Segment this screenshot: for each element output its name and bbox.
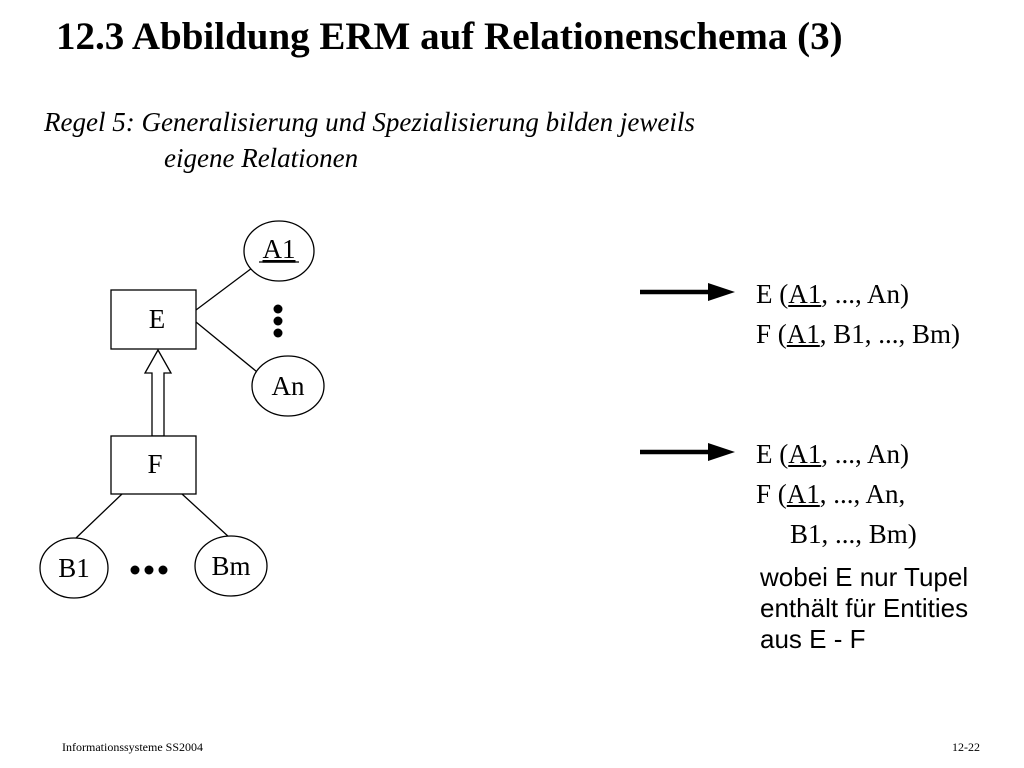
vertical-ellipsis-dot-2 xyxy=(273,316,283,326)
relation-f-2: F (A1, ..., An, xyxy=(756,474,917,514)
footer-page-number: 12-22 xyxy=(952,740,980,754)
attribute-b1-ellipse xyxy=(39,537,109,599)
mapping-variant-2: E (A1, ..., An) F (A1, ..., An, B1, ...,… xyxy=(756,434,917,554)
mapping-note: wobei E nur Tupel enthält für Entities a… xyxy=(760,562,968,655)
horizontal-ellipsis-dot-2 xyxy=(144,565,154,575)
edge-f-b1 xyxy=(75,493,123,539)
rule-text: Regel 5: Generalisierung und Spezialisie… xyxy=(44,104,695,176)
entity-f-box xyxy=(110,435,197,495)
attribute-b1-label: B1 xyxy=(58,553,90,583)
relation-e-2-rest: , ..., An) xyxy=(821,439,909,469)
horizontal-ellipsis-dot-3 xyxy=(158,565,168,575)
edge-f-bm xyxy=(181,493,231,539)
relation-f-2-rest: , ..., An, xyxy=(819,479,906,509)
vertical-ellipsis-dot-1 xyxy=(273,304,283,314)
rule-line-2: eigene Relationen xyxy=(164,143,359,173)
relation-f-1-prefix: F ( xyxy=(756,319,787,349)
entity-f-label: F xyxy=(147,449,162,479)
entity-e-box xyxy=(110,289,197,350)
relation-e-2: E (A1, ..., An) xyxy=(756,434,917,474)
relation-e-2-key: A1 xyxy=(788,439,822,469)
relation-e-1-rest: , ..., An) xyxy=(821,279,909,309)
note-line-1: wobei E nur Tupel xyxy=(760,562,969,592)
attribute-bm-ellipse xyxy=(194,535,268,597)
vertical-ellipsis-dot-3 xyxy=(273,328,283,338)
footer-course: Informationssysteme SS2004 xyxy=(62,740,203,754)
edge-e-a1 xyxy=(195,267,253,311)
generalization-arrow xyxy=(143,348,173,437)
attribute-an-ellipse xyxy=(251,355,325,417)
note-line-3: aus E - F xyxy=(760,624,866,654)
relation-f-1-key: A1 xyxy=(786,319,820,349)
mapping-arrow-2-head xyxy=(708,443,735,461)
horizontal-ellipsis-dot-1 xyxy=(130,565,140,575)
relation-f-2-prefix: F ( xyxy=(756,479,787,509)
relation-f-1: F (A1, B1, ..., Bm) xyxy=(756,314,960,354)
mapping-arrow-1-head xyxy=(708,283,735,301)
relation-e-1-key: A1 xyxy=(788,279,822,309)
attribute-bm-label: Bm xyxy=(211,551,250,581)
edge-e-an xyxy=(195,321,263,377)
attribute-an-label: An xyxy=(272,371,305,401)
entity-e-label: E xyxy=(149,304,166,334)
attribute-a1-ellipse xyxy=(243,220,315,282)
relation-e-1: E (A1, ..., An) xyxy=(756,274,960,314)
mapping-variant-1: E (A1, ..., An) F (A1, B1, ..., Bm) xyxy=(756,274,960,354)
relation-e-2-prefix: E ( xyxy=(756,439,789,469)
relation-f-2-continuation: B1, ..., Bm) xyxy=(790,519,917,549)
relation-f-2-key: A1 xyxy=(786,479,820,509)
slide-title: 12.3 Abbildung ERM auf Relationenschema … xyxy=(56,15,843,58)
attribute-a1-label: A1 xyxy=(263,234,296,264)
relation-f-1-rest: , B1, ..., Bm) xyxy=(819,319,961,349)
relation-e-1-prefix: E ( xyxy=(756,279,789,309)
note-line-2: enthält für Entities xyxy=(760,593,969,623)
rule-line-1: Regel 5: Generalisierung und Spezialisie… xyxy=(44,107,695,137)
